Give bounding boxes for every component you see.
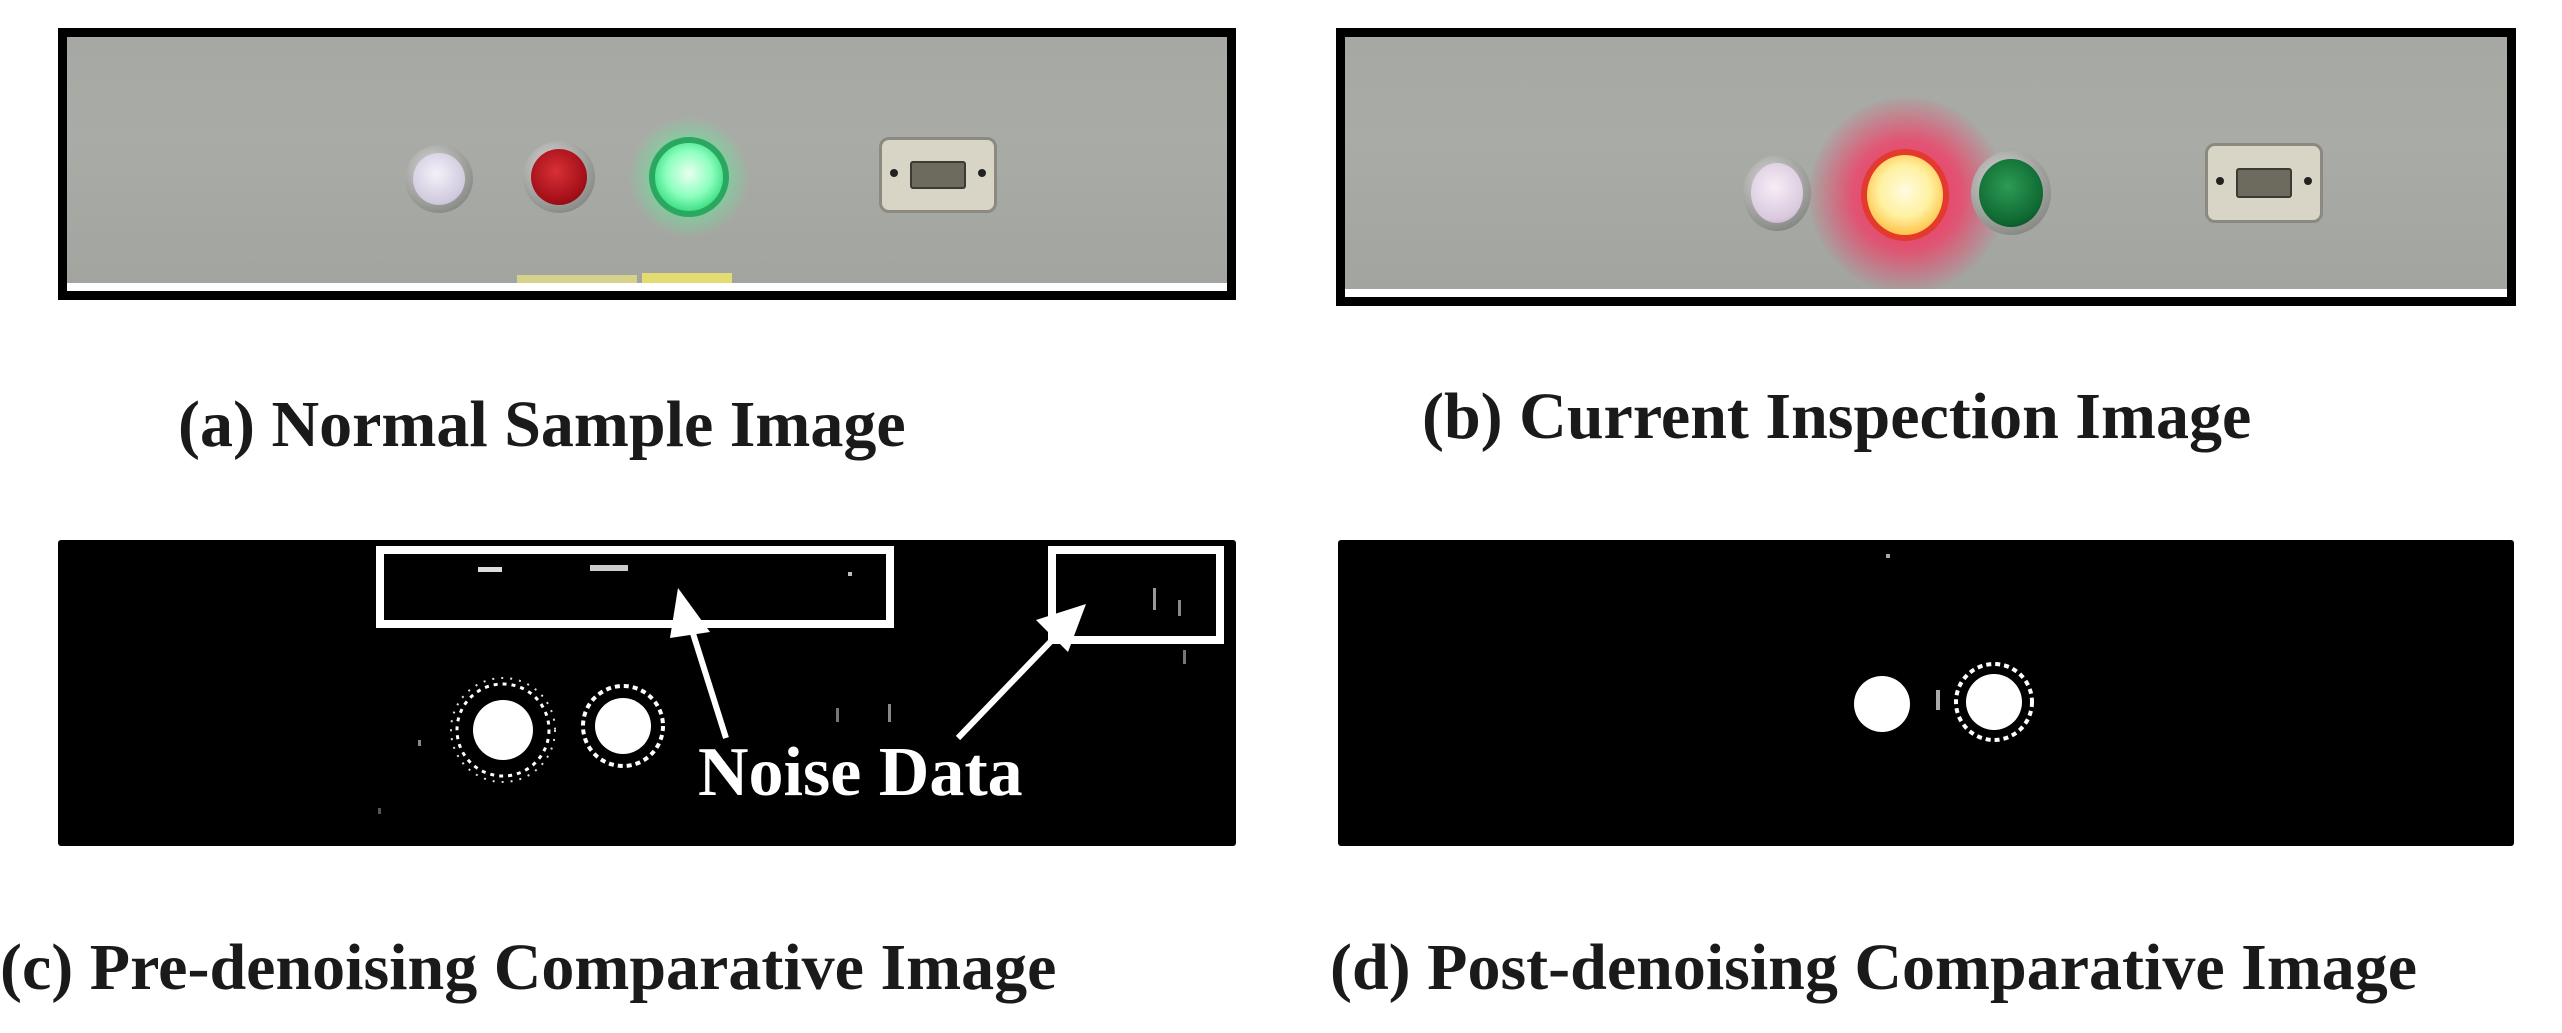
noise-data-label: Noise Data (698, 734, 1023, 811)
post-denoising-blobs (1854, 554, 2034, 742)
green-indicator-lamp (649, 137, 729, 217)
annotation-arrow (955, 633, 1059, 741)
noise-speck (378, 808, 381, 814)
difference-blob (1966, 674, 2022, 730)
usb-slot-icon (2236, 168, 2292, 198)
caption-b: (b) Current Inspection Image (1422, 380, 2252, 453)
screw-icon (890, 169, 898, 178)
difference-blob (1854, 676, 1910, 732)
pre-denoising-image: Noise Data (58, 540, 1236, 846)
post-denoising-image (1338, 540, 2514, 846)
difference-ring (581, 684, 665, 768)
usb-slot-icon (910, 161, 966, 189)
noise-speck (1936, 690, 1940, 710)
noise-speck (848, 572, 852, 576)
noise-speck (1153, 588, 1156, 610)
noise-speck (1178, 600, 1181, 616)
difference-blob (473, 700, 533, 760)
noise-speck (590, 565, 628, 571)
difference-ring (455, 682, 551, 778)
white-indicator-lamp (1751, 163, 1803, 223)
current-inspection-image (1336, 28, 2516, 306)
noise-speck (1183, 650, 1186, 664)
difference-ring (450, 677, 556, 783)
noise-speck (888, 704, 891, 722)
screw-icon (978, 169, 986, 178)
noise-speck (1886, 554, 1890, 558)
caption-a: (a) Normal Sample Image (178, 388, 906, 461)
normal-sample-image (58, 28, 1236, 300)
noise-speck (836, 708, 839, 722)
yellow-label-strip (642, 273, 732, 283)
screw-icon (2216, 177, 2224, 186)
usb-port-left (879, 137, 997, 213)
difference-ring (1954, 662, 2034, 742)
green-indicator-lamp (1979, 159, 2043, 227)
red-indicator-lamp-lit (1861, 149, 1949, 241)
difference-blob (595, 698, 651, 754)
noise-highlight-box-right (1048, 546, 1224, 644)
white-indicator-lamp (413, 153, 465, 205)
panel-bottom-edge (67, 283, 1227, 291)
yellow-label-strip (517, 275, 637, 283)
noise-highlight-box-left (376, 546, 894, 628)
panel-bottom-edge (1345, 289, 2507, 297)
caption-d: (d) Post-denoising Comparative Image (1330, 931, 2418, 1004)
noise-speck (478, 567, 502, 572)
red-indicator-lamp (531, 149, 587, 205)
caption-c: (c) Pre-denoising Comparative Image (0, 931, 1057, 1004)
annotation-arrow (687, 623, 729, 739)
usb-port-right (2205, 143, 2323, 223)
noise-speck (418, 740, 421, 746)
screw-icon (2304, 177, 2312, 186)
